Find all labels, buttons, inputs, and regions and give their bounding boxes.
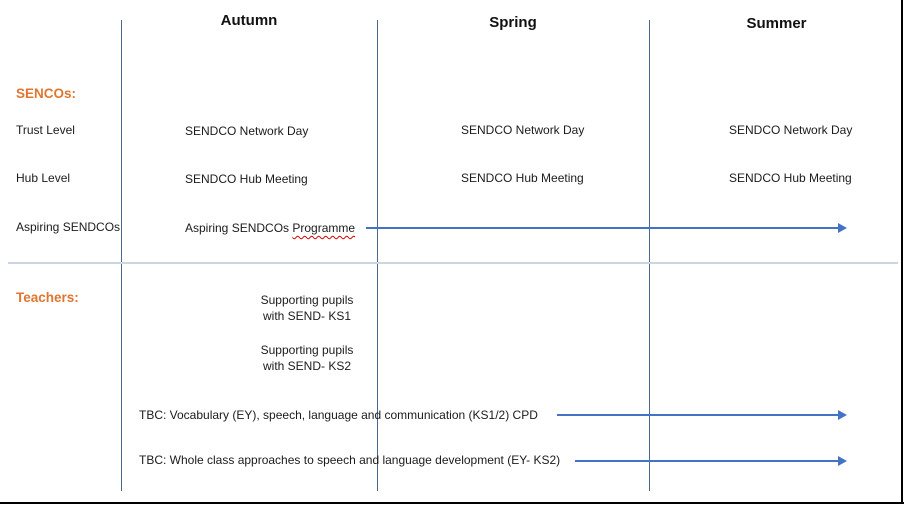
term-header-summer: Summer bbox=[746, 15, 807, 32]
column-divider-spring-summer bbox=[649, 20, 650, 491]
term-header-spring: Spring bbox=[489, 14, 537, 31]
event-sendco-hub-meeting-spring: SENDCO Hub Meeting bbox=[461, 171, 584, 185]
event-sendco-network-day-autumn: SENDCO Network Day bbox=[185, 124, 309, 138]
event-aspiring-sendcos-programme: Aspiring SENDCOs Programme bbox=[185, 221, 355, 235]
course-line2: with SEND- KS2 bbox=[262, 359, 352, 373]
term-header-autumn: Autumn bbox=[220, 12, 278, 29]
page-edge-right bbox=[901, 0, 903, 504]
course-line2: with SEND- KS1 bbox=[262, 309, 352, 323]
tbc-whole-class-approaches: TBC: Whole class approaches to speech an… bbox=[139, 453, 561, 467]
column-divider-autumn-spring bbox=[377, 20, 378, 491]
section-divider bbox=[8, 262, 898, 264]
course-line1: Supporting pupils bbox=[260, 293, 354, 307]
timeline-arrow-vocabulary-cpd bbox=[557, 410, 847, 420]
event-sendco-hub-meeting-autumn: SENDCO Hub Meeting bbox=[185, 172, 308, 186]
column-divider-left bbox=[121, 20, 122, 491]
course-supporting-pupils-ks1: Supporting pupils with SEND- KS1 bbox=[242, 292, 372, 324]
row-label-hub-level: Hub Level bbox=[16, 171, 71, 185]
timeline-arrow-aspiring-sendcos bbox=[366, 223, 847, 233]
page-edge-bottom bbox=[0, 502, 904, 504]
timeline-arrow-whole-class bbox=[575, 456, 847, 466]
course-supporting-pupils-ks2: Supporting pupils with SEND- KS2 bbox=[242, 342, 372, 374]
event-aspiring-prefix: Aspiring SENDCOs bbox=[185, 221, 293, 235]
row-label-aspiring-sendcos: Aspiring SENDCOs bbox=[16, 220, 121, 234]
event-sendco-network-day-spring: SENDCO Network Day bbox=[461, 123, 585, 137]
tbc-vocabulary-cpd: TBC: Vocabulary (EY), speech, language a… bbox=[139, 408, 538, 422]
event-sendco-hub-meeting-summer: SENDCO Hub Meeting bbox=[729, 171, 852, 185]
event-sendco-network-day-summer: SENDCO Network Day bbox=[729, 123, 853, 137]
course-line1: Supporting pupils bbox=[260, 343, 354, 357]
row-label-trust-level: Trust Level bbox=[16, 123, 75, 137]
spellcheck-squiggle-word: Programme bbox=[292, 221, 356, 235]
section-label-teachers: Teachers: bbox=[16, 290, 79, 305]
section-label-sencos: SENCOs: bbox=[16, 86, 77, 101]
